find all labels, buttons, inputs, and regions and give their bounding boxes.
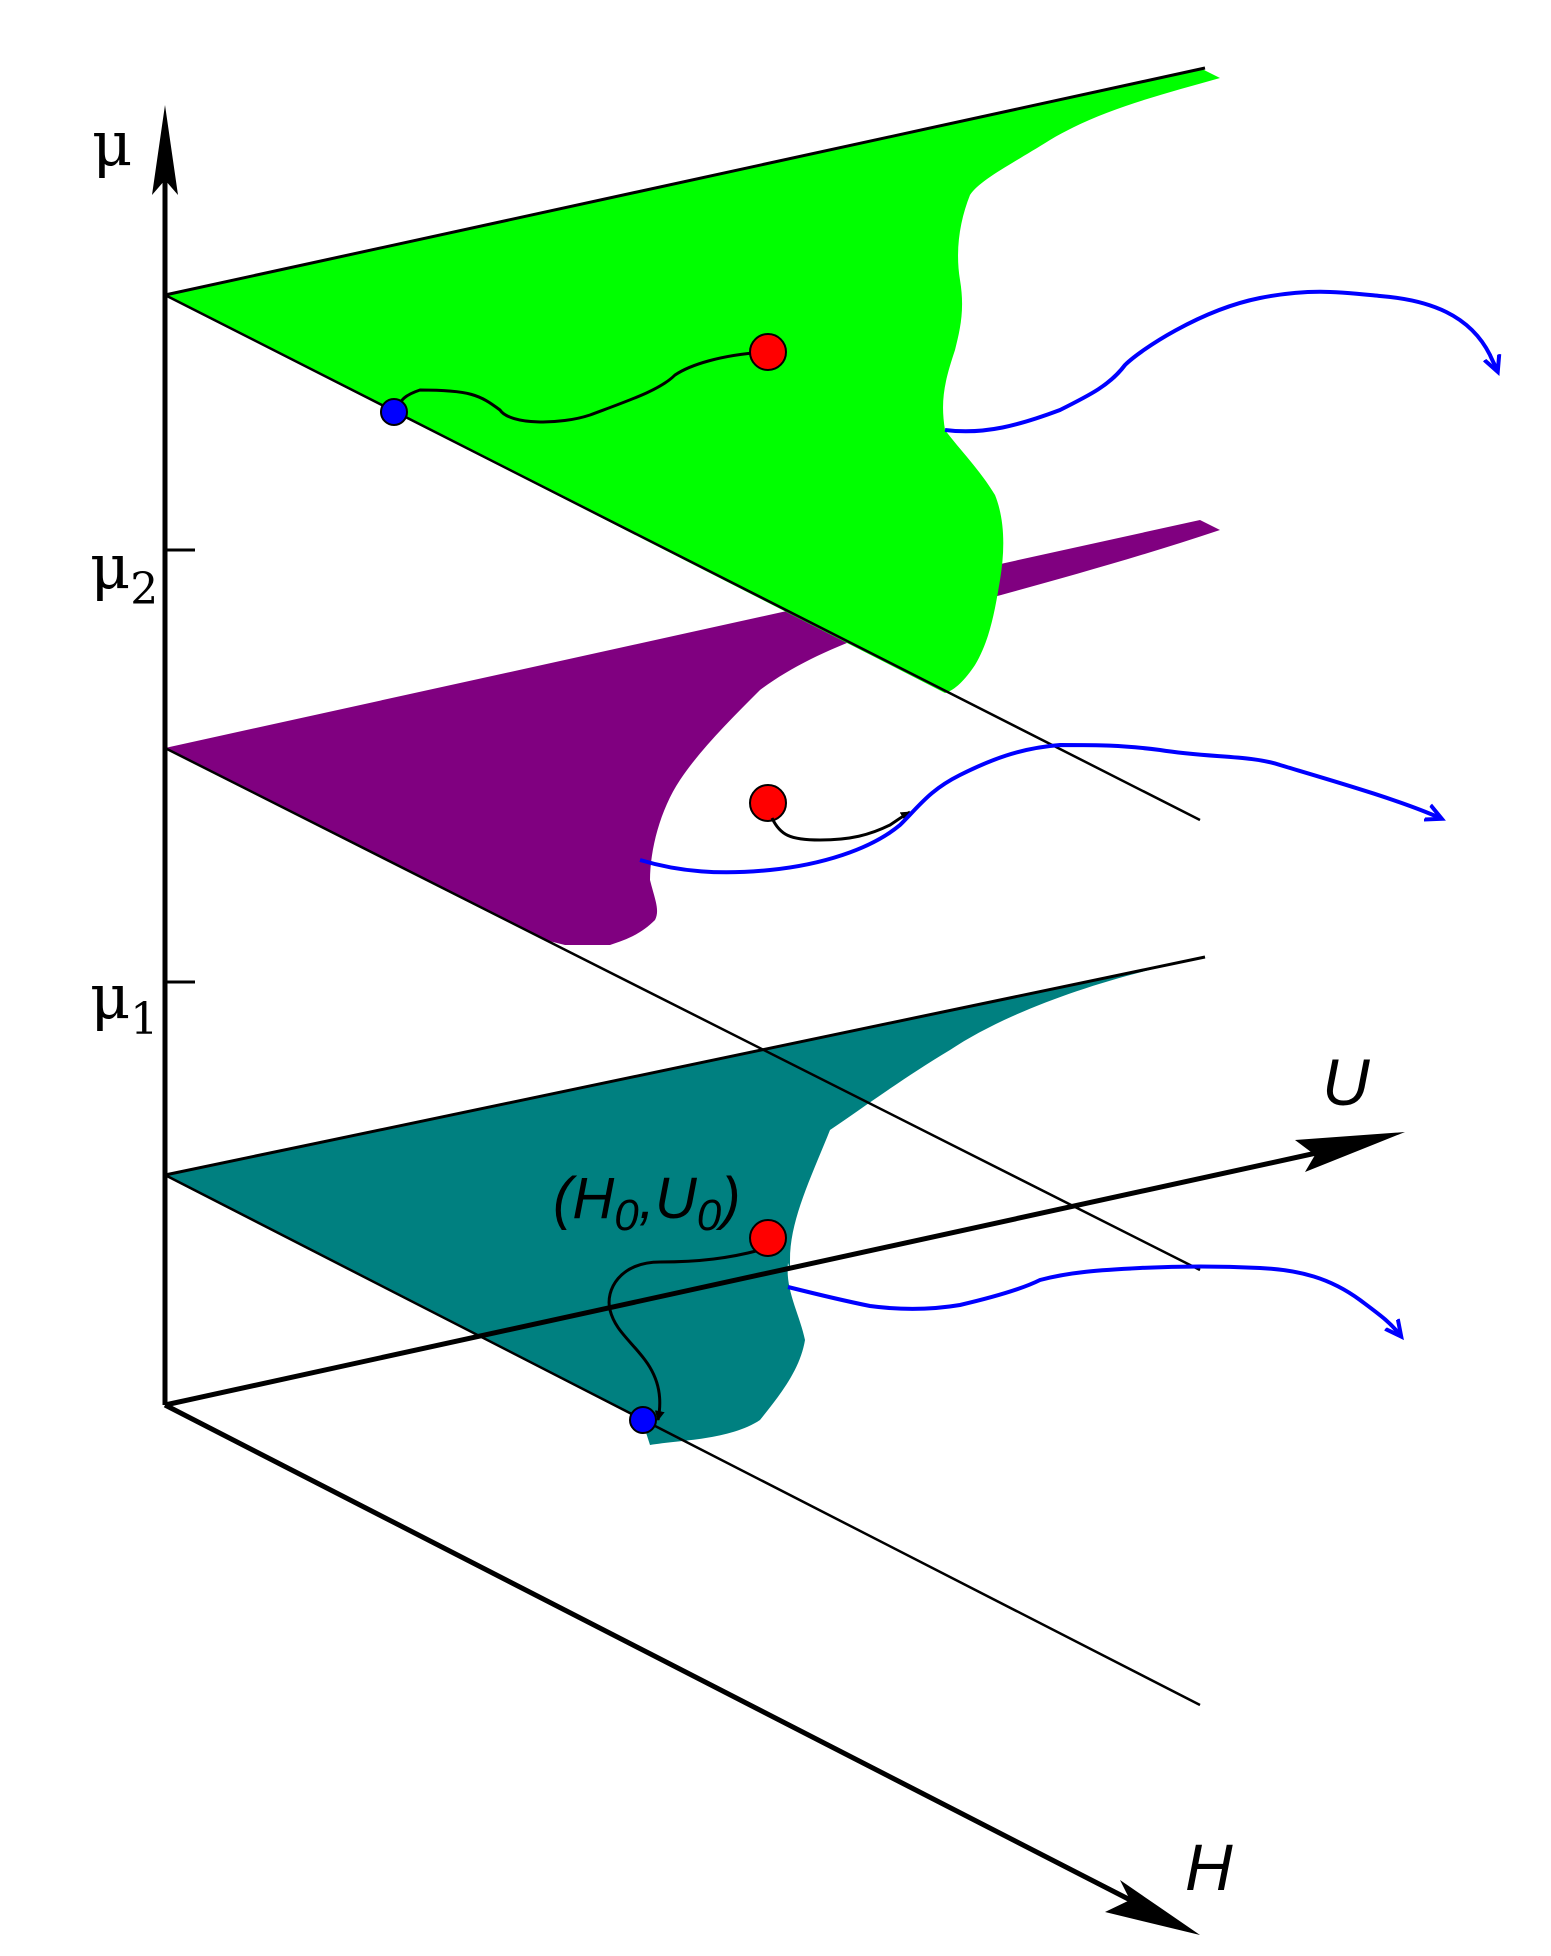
u-axis-label: U bbox=[1322, 1045, 1370, 1119]
initial-point bbox=[749, 784, 787, 822]
tick-label-mu1: μ1 bbox=[90, 960, 158, 1045]
top-region bbox=[165, 68, 1220, 693]
axes bbox=[152, 105, 1405, 1935]
escape-path-top bbox=[944, 289, 1497, 434]
h-axis-label: H bbox=[1185, 1830, 1233, 1904]
u-axis bbox=[164, 1147, 1331, 1408]
top-plane-back-edge bbox=[164, 66, 1206, 297]
top-plane-front-edge bbox=[164, 293, 1201, 822]
inner-path-bottom bbox=[607, 1248, 761, 1421]
escape-path-middle bbox=[639, 742, 1440, 875]
middle-plane-trajectories bbox=[639, 742, 1440, 875]
inner-path-top bbox=[394, 350, 766, 424]
absorbing-point bbox=[380, 398, 408, 426]
top-plane bbox=[164, 66, 1220, 822]
middle-plane bbox=[164, 520, 1220, 1272]
tick-label-mu2: μ2 bbox=[90, 530, 158, 615]
h-axis bbox=[163, 1402, 1142, 1908]
escape-path-bottom bbox=[787, 1264, 1400, 1336]
bottom-region bbox=[165, 957, 1210, 1445]
mu-axis-label: μ bbox=[92, 107, 132, 180]
u-axis-arrowhead bbox=[1295, 1132, 1405, 1172]
absorbing-point bbox=[629, 1406, 657, 1434]
initial-point bbox=[749, 1219, 787, 1257]
bottom-plane-trajectories bbox=[607, 1219, 1400, 1434]
inner-path-middle bbox=[770, 810, 911, 842]
bottom-plane-front-edge bbox=[164, 1173, 1201, 1707]
initial-point bbox=[749, 333, 787, 371]
h-axis-arrowhead bbox=[1105, 1880, 1200, 1935]
bottom-plane-back-edge bbox=[164, 955, 1206, 1177]
middle-plane-front-edge bbox=[164, 746, 1201, 1272]
top-plane-trajectories bbox=[380, 289, 1497, 434]
bottom-plane bbox=[164, 955, 1210, 1707]
mu-axis-arrowhead bbox=[152, 105, 178, 195]
middle-region bbox=[165, 520, 1220, 945]
